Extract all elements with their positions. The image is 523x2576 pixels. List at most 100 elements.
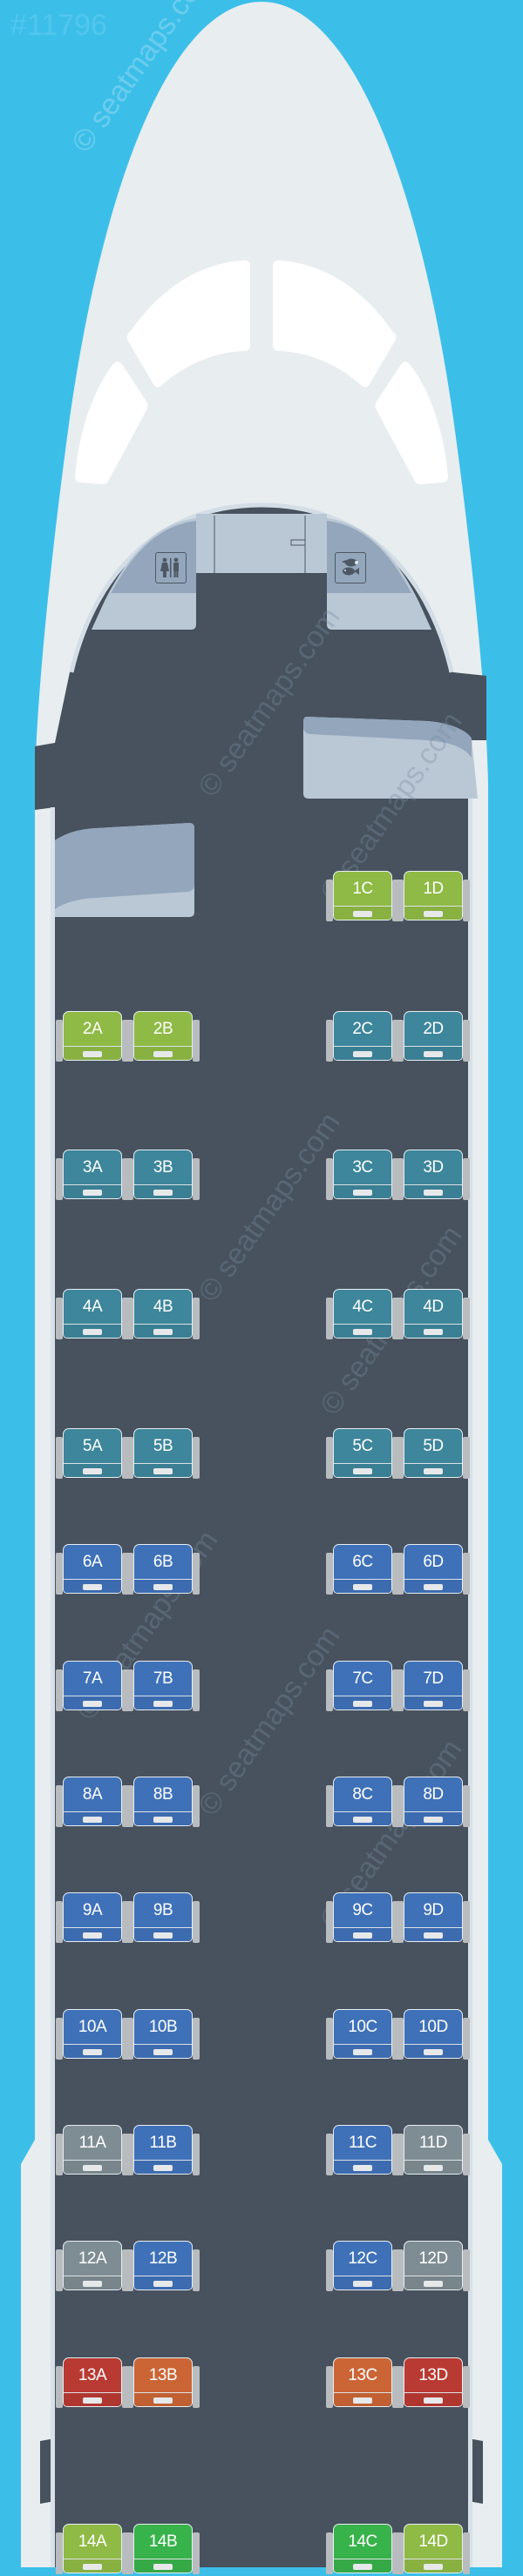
seat-tab	[353, 2049, 372, 2055]
armrest	[397, 1020, 404, 1062]
seat-4A[interactable]: 4A	[56, 1289, 136, 1341]
seat-9C[interactable]: 9C	[326, 1892, 406, 1945]
seat-8D[interactable]: 8D	[397, 1777, 477, 1829]
seat-10B[interactable]: 10B	[126, 2009, 207, 2061]
armrest	[56, 1020, 63, 1062]
armrest	[463, 880, 470, 921]
seat-7D[interactable]: 7D	[397, 1661, 477, 1713]
seat-body: 4C	[333, 1289, 392, 1339]
seat-tab	[424, 1190, 443, 1196]
seat-9A[interactable]: 9A	[56, 1892, 136, 1945]
seat-label: 8A	[82, 1785, 103, 1804]
seat-6C[interactable]: 6C	[326, 1544, 406, 1596]
seat-12D[interactable]: 12D	[397, 2241, 477, 2293]
armrest	[397, 1785, 404, 1827]
seat-4C[interactable]: 4C	[326, 1289, 406, 1341]
seat-body: 8A	[63, 1777, 122, 1826]
seat-5C[interactable]: 5C	[326, 1428, 406, 1480]
seat-13D[interactable]: 13D	[397, 2357, 477, 2410]
seat-label: 4C	[352, 1298, 373, 1316]
seat-tab	[424, 2397, 443, 2404]
seat-label: 13A	[78, 2366, 107, 2384]
seat-3D[interactable]: 3D	[397, 1150, 477, 1202]
armrest	[56, 1669, 63, 1711]
seat-label: 6C	[352, 1553, 373, 1571]
seat-10C[interactable]: 10C	[326, 2009, 406, 2061]
seat-12A[interactable]: 12A	[56, 2241, 136, 2293]
armrest	[397, 1437, 404, 1479]
armrest	[122, 2249, 129, 2291]
seat-3A[interactable]: 3A	[56, 1150, 136, 1202]
seat-2D[interactable]: 2D	[397, 1011, 477, 1063]
seat-10A[interactable]: 10A	[56, 2009, 136, 2061]
seat-5A[interactable]: 5A	[56, 1428, 136, 1480]
seat-label: 13B	[148, 2366, 178, 2384]
armrest	[392, 2366, 399, 2408]
armrest	[463, 1785, 470, 1827]
seat-3B[interactable]: 3B	[126, 1150, 207, 1202]
seat-7A[interactable]: 7A	[56, 1661, 136, 1713]
seat-5D[interactable]: 5D	[397, 1428, 477, 1480]
seat-label: 2C	[352, 1020, 373, 1038]
seat-body: 8D	[404, 1777, 463, 1826]
armrest	[392, 1553, 399, 1595]
seat-12C[interactable]: 12C	[326, 2241, 406, 2293]
seat-9D[interactable]: 9D	[397, 1892, 477, 1945]
seat-14C[interactable]: 14C	[326, 2524, 406, 2576]
seat-tab	[424, 1932, 443, 1939]
seat-tab	[83, 2165, 102, 2171]
seat-1D[interactable]: 1D	[397, 871, 477, 923]
seat-6D[interactable]: 6D	[397, 1544, 477, 1596]
seat-tab	[153, 1932, 173, 1939]
armrest	[126, 1785, 133, 1827]
seat-2C[interactable]: 2C	[326, 1011, 406, 1063]
seat-body: 3D	[404, 1150, 463, 1199]
seat-5B[interactable]: 5B	[126, 1428, 207, 1480]
seat-label: 13D	[418, 2366, 448, 2384]
seat-2A[interactable]: 2A	[56, 1011, 136, 1063]
seat-11C[interactable]: 11C	[326, 2125, 406, 2177]
armrest	[193, 2532, 200, 2574]
seat-body: 6B	[133, 1544, 193, 1594]
seat-tab	[424, 1701, 443, 1707]
seat-body: 13C	[333, 2357, 392, 2407]
armrest	[326, 1020, 333, 1062]
seat-body: 7A	[63, 1661, 122, 1710]
armrest	[463, 1298, 470, 1339]
seat-14B[interactable]: 14B	[126, 2524, 207, 2576]
seat-14D[interactable]: 14D	[397, 2524, 477, 2576]
seat-label: 3C	[352, 1158, 373, 1177]
seat-7C[interactable]: 7C	[326, 1661, 406, 1713]
armrest	[392, 2018, 399, 2060]
seat-12B[interactable]: 12B	[126, 2241, 207, 2293]
seat-10D[interactable]: 10D	[397, 2009, 477, 2061]
lavatory-icon	[155, 552, 187, 583]
armrest	[397, 1158, 404, 1200]
seat-13C[interactable]: 13C	[326, 2357, 406, 2410]
seat-tab	[153, 1329, 173, 1335]
seat-4B[interactable]: 4B	[126, 1289, 207, 1341]
armrest	[326, 880, 333, 921]
seat-9B[interactable]: 9B	[126, 1892, 207, 1945]
seat-7B[interactable]: 7B	[126, 1661, 207, 1713]
seat-13A[interactable]: 13A	[56, 2357, 136, 2410]
seat-2B[interactable]: 2B	[126, 1011, 207, 1063]
seat-4D[interactable]: 4D	[397, 1289, 477, 1341]
seat-8A[interactable]: 8A	[56, 1777, 136, 1829]
seat-6A[interactable]: 6A	[56, 1544, 136, 1596]
seat-tab	[153, 1584, 173, 1590]
seat-1C[interactable]: 1C	[326, 871, 406, 923]
seat-body: 2C	[333, 1011, 392, 1061]
seat-label: 12D	[418, 2249, 448, 2268]
seat-body: 8C	[333, 1777, 392, 1826]
seat-14A[interactable]: 14A	[56, 2524, 136, 2576]
seat-11D[interactable]: 11D	[397, 2125, 477, 2177]
seat-13B[interactable]: 13B	[126, 2357, 207, 2410]
seat-8C[interactable]: 8C	[326, 1777, 406, 1829]
seat-3C[interactable]: 3C	[326, 1150, 406, 1202]
seat-8B[interactable]: 8B	[126, 1777, 207, 1829]
seat-tab	[83, 1468, 102, 1474]
seat-11B[interactable]: 11B	[126, 2125, 207, 2177]
seat-6B[interactable]: 6B	[126, 1544, 207, 1596]
seat-11A[interactable]: 11A	[56, 2125, 136, 2177]
